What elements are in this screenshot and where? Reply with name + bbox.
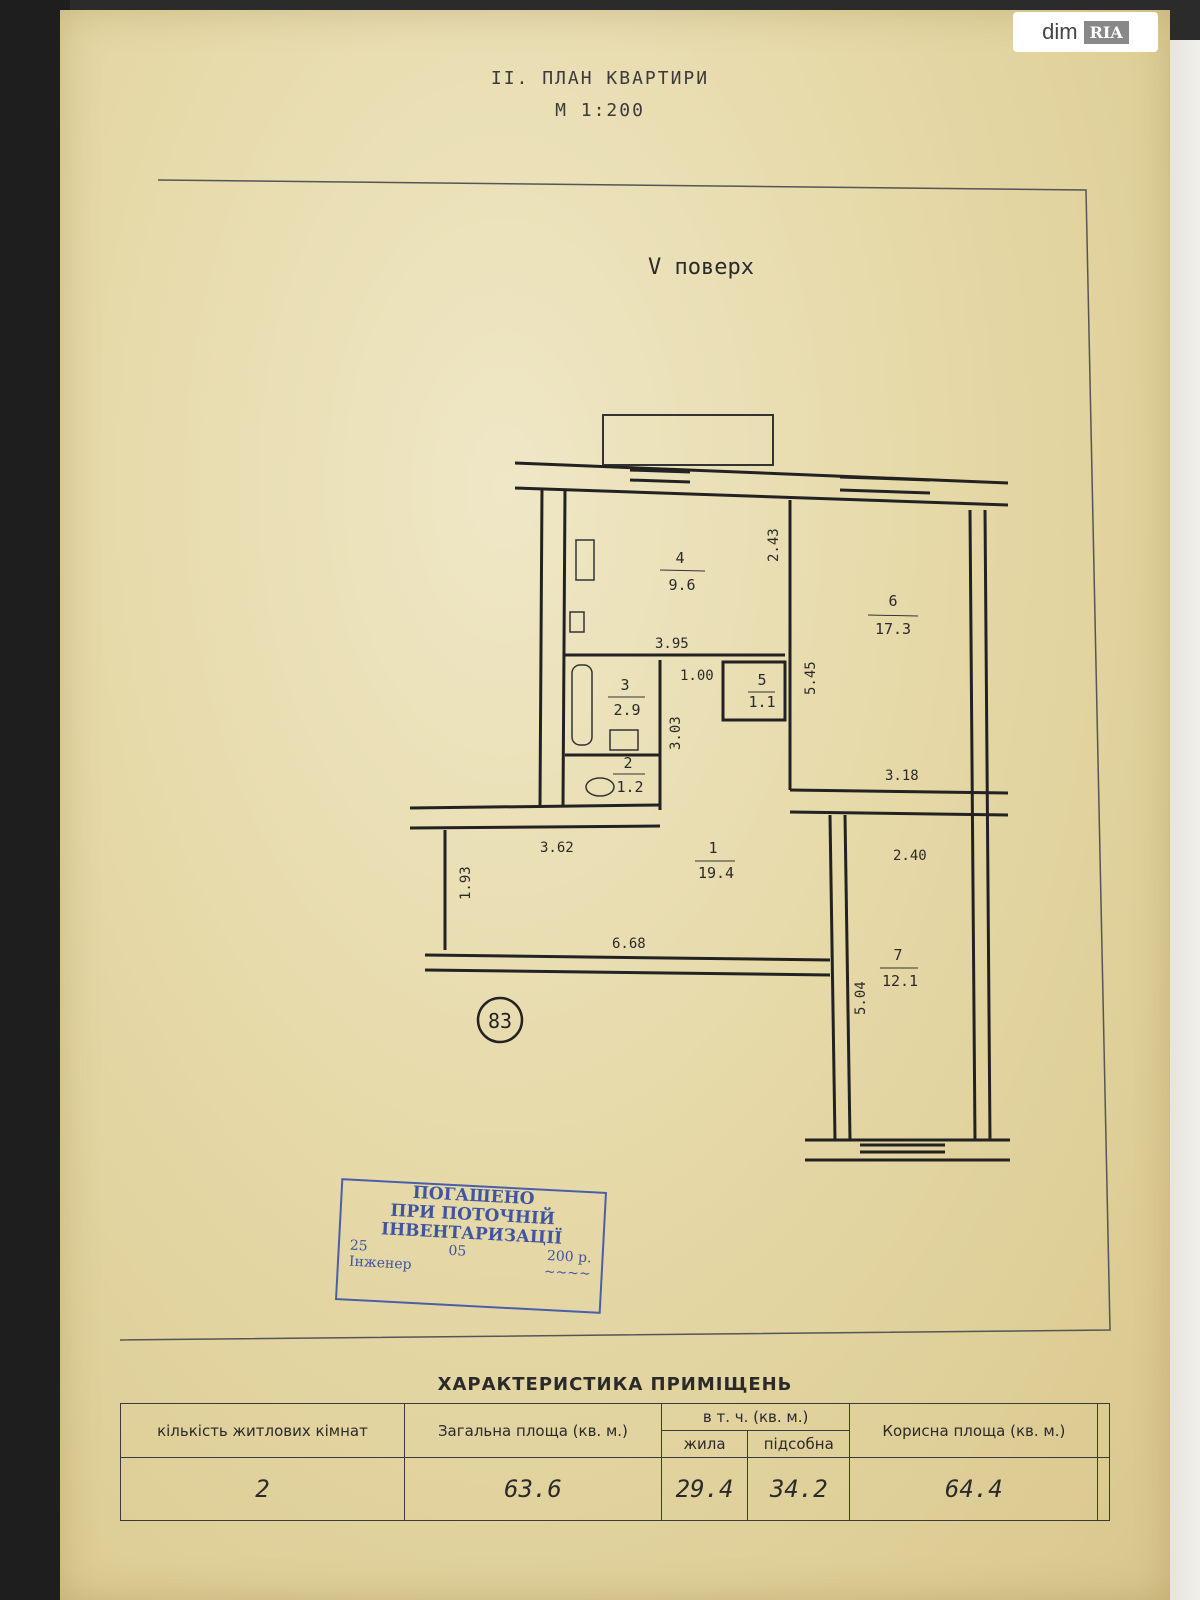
room-7-number: 7 <box>893 946 902 964</box>
room-2-number: 2 <box>623 754 632 772</box>
val-total: 63.6 <box>403 1457 662 1521</box>
room-5-area: 1.1 <box>748 693 775 711</box>
dim-room7-depth: 5.04 <box>853 981 869 1015</box>
dim-room1-upper: 3.62 <box>540 840 574 856</box>
signature: ~~~~ <box>543 1263 592 1283</box>
stamp-year-suffix: р. <box>577 1249 592 1267</box>
stamp-engineer-label: Інженер <box>348 1253 412 1273</box>
room-6-number: 6 <box>888 592 897 610</box>
col-total: Загальна площа (кв. м.) <box>403 1403 662 1458</box>
fixtures <box>569 539 639 797</box>
room-characteristics: ХАРАКТЕРИСТИКА ПРИМІЩЕНЬ кількість житло… <box>120 1350 1110 1521</box>
val-living: 29.4 <box>660 1457 749 1521</box>
sink-icon <box>569 611 585 633</box>
balcony <box>602 414 774 466</box>
room-1-area: 19.4 <box>698 864 734 882</box>
dim-room1-lower: 6.68 <box>612 936 646 952</box>
floor-label: V поверх <box>648 255 754 280</box>
apartment-number-circle <box>476 996 524 1044</box>
room-6-area: 17.3 <box>875 620 911 638</box>
stove-icon <box>575 539 595 581</box>
room-4-number: 4 <box>675 549 684 567</box>
scale-label: М 1:200 <box>555 100 645 121</box>
watermark-ria: RIA <box>1083 20 1129 44</box>
val-aux: 34.2 <box>747 1457 851 1521</box>
room-5-number: 5 <box>757 671 766 689</box>
dim-room7-width: 2.40 <box>893 848 927 864</box>
dim-room6-width: 3.18 <box>885 768 919 784</box>
room-1-number: 1 <box>708 839 717 857</box>
room-2-area: 1.2 <box>616 778 643 796</box>
room-3-number: 3 <box>620 676 629 694</box>
dim-hall-depth: 3.03 <box>668 716 684 750</box>
col-rooms: кількість житлових кімнат <box>120 1403 405 1458</box>
col-useful: Корисна площа (кв. м.) <box>849 1403 1099 1458</box>
col-empty <box>1097 1403 1110 1458</box>
bathtub-icon <box>571 664 593 746</box>
dim-kitchen-depth: 2.43 <box>766 528 782 562</box>
room-3-area: 2.9 <box>613 701 640 719</box>
room-4-area: 9.6 <box>668 576 695 594</box>
table-header-row: кількість житлових кімнат Загальна площа… <box>120 1403 1110 1458</box>
dim-room6-depth: 5.45 <box>803 661 819 695</box>
val-empty <box>1097 1457 1110 1521</box>
val-rooms: 2 <box>120 1457 405 1521</box>
dimria-watermark: dim RIA <box>1013 12 1158 52</box>
col-incl: в т. ч. (кв. м.) <box>660 1403 851 1431</box>
table-title: ХАРАКТЕРИСТИКА ПРИМІЩЕНЬ <box>437 1374 793 1395</box>
stamp-day: 25 <box>349 1237 369 1255</box>
stamp-month: 05 <box>447 1242 467 1260</box>
table-row: 2 63.6 29.4 34.2 64.4 <box>120 1457 1110 1521</box>
apartment-number: 83 <box>488 1009 512 1033</box>
walls <box>409 461 1010 1162</box>
val-useful: 64.4 <box>849 1457 1099 1521</box>
room-7-area: 12.1 <box>882 972 918 990</box>
dim-hall-width: 1.00 <box>680 668 714 684</box>
stamp-year-prefix: 200 <box>546 1247 575 1266</box>
toilet-icon <box>585 777 615 797</box>
document-title: ІІ. ПЛАН КВАРТИРИ <box>490 68 710 89</box>
background-edge <box>0 0 70 1600</box>
table-subheader-row: жила підсобна <box>121 1430 1110 1458</box>
characteristics-table: кількість житлових кімнат Загальна площа… <box>120 1403 1110 1521</box>
col-living: жила <box>660 1430 749 1458</box>
col-aux: підсобна <box>747 1430 851 1458</box>
watermark-brand: dim <box>1042 19 1078 44</box>
drawing-frame <box>119 179 1111 1341</box>
inventory-stamp: ПОГАШЕНО ПРИ ПОТОЧНІЙ ІНВЕНТАРИЗАЦІЇ 25 … <box>334 1178 608 1314</box>
dim-kitchen-width: 3.95 <box>655 636 689 652</box>
washbasin-icon <box>609 729 639 751</box>
dim-alcove-depth: 1.93 <box>458 866 474 900</box>
